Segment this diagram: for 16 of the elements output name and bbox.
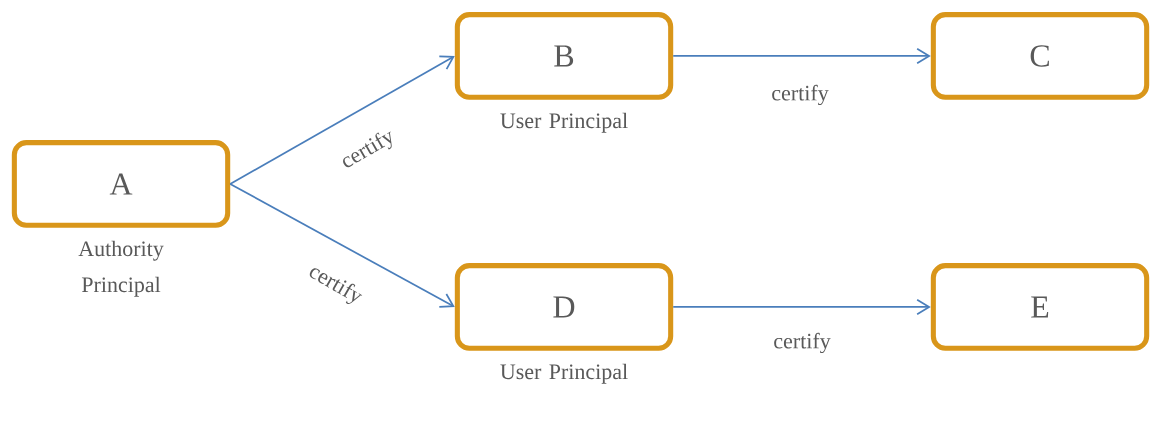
node-caption: Authority Principal bbox=[78, 240, 164, 297]
process-box: E bbox=[930, 263, 1150, 351]
process-box: A bbox=[11, 140, 231, 228]
edge-label: certify bbox=[303, 260, 367, 310]
process-box: D bbox=[454, 263, 674, 351]
node-caption: User Principal bbox=[500, 112, 628, 133]
edge-label: certify bbox=[769, 83, 831, 107]
arrow bbox=[672, 47, 931, 65]
process-box: C bbox=[930, 12, 1150, 100]
edge-label: certify bbox=[336, 125, 400, 175]
arrow bbox=[229, 183, 455, 308]
edge-label: certify bbox=[771, 331, 833, 355]
node-caption: User Principal bbox=[500, 363, 628, 384]
arrow bbox=[229, 55, 455, 185]
arrow bbox=[672, 298, 931, 316]
process-box: B bbox=[454, 12, 674, 100]
